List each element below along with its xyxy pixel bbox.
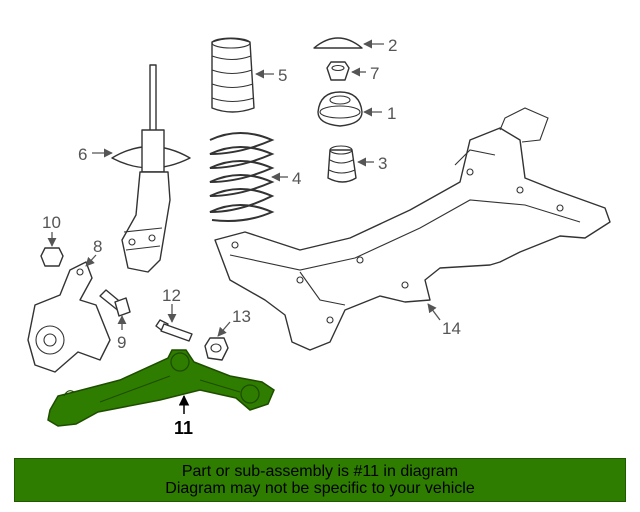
- banner-line-2: Diagram may not be specific to your vehi…: [165, 480, 475, 497]
- callout-7: 7: [370, 64, 379, 83]
- callout-3: 3: [378, 154, 387, 173]
- callout-4: 4: [292, 169, 301, 188]
- callout-13: 13: [232, 307, 251, 326]
- bump-stop[interactable]: [327, 145, 357, 183]
- strut-mount[interactable]: [317, 91, 363, 127]
- callout-10: 10: [42, 213, 61, 232]
- dust-boot[interactable]: [211, 37, 255, 113]
- callout-6: 6: [78, 145, 87, 164]
- coil-spring[interactable]: [209, 132, 275, 222]
- bolt-12[interactable]: [155, 319, 193, 342]
- strut-assembly[interactable]: [111, 64, 191, 273]
- callout-14: 14: [442, 319, 461, 338]
- nut[interactable]: [326, 61, 350, 81]
- callout-8: 8: [93, 237, 102, 256]
- leader-lines: [47, 39, 441, 414]
- callout-1: 1: [387, 104, 396, 123]
- parts-diagram: 1 2 3 4 5 6 7 8 9 10 11 12 13 14: [27, 36, 611, 438]
- callout-12: 12: [162, 286, 181, 305]
- info-banner: Part or sub-assembly is #11 in diagram D…: [14, 458, 626, 502]
- steering-knuckle[interactable]: [27, 261, 111, 373]
- callout-9: 9: [117, 333, 126, 352]
- nut-10[interactable]: [40, 247, 64, 267]
- bolt-9[interactable]: [99, 289, 131, 317]
- callout-2: 2: [388, 36, 397, 55]
- nut-13[interactable]: [204, 337, 229, 361]
- callout-5: 5: [278, 66, 287, 85]
- crossmember[interactable]: [214, 107, 611, 351]
- dust-cap[interactable]: [313, 37, 363, 49]
- lower-control-arm-highlight[interactable]: [47, 349, 275, 427]
- callout-11: 11: [174, 418, 193, 438]
- banner-line-1: Part or sub-assembly is #11 in diagram: [181, 463, 459, 480]
